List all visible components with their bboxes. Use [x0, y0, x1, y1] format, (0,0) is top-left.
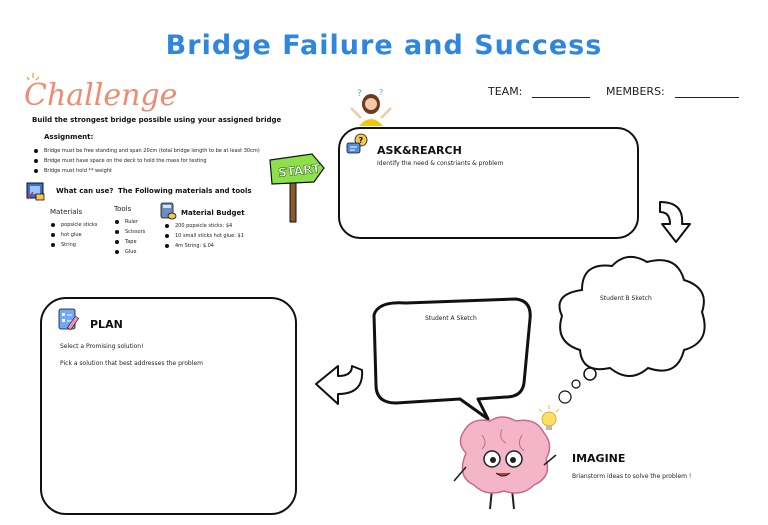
list-item: hot glue [50, 232, 110, 238]
budget-list: 200 popsicle sticks: $4 10 small sticks … [164, 223, 274, 253]
ask-text: Identify the need & constriants & proble… [377, 160, 504, 167]
svg-text:?: ? [379, 88, 383, 97]
materials-list: popsicle sticks hot glue String [50, 222, 110, 252]
list-item: Scissors [114, 229, 164, 235]
thought-bubble-dot [558, 390, 572, 404]
list-item: Tape [114, 239, 164, 245]
plan-box [40, 297, 297, 515]
checklist-pencil-icon [58, 308, 80, 331]
tools-list: Ruler Scissors Tape Glue [114, 219, 164, 259]
team-field: TEAM: [488, 85, 591, 98]
members-blank[interactable] [674, 87, 739, 98]
list-item: popsicle sticks [50, 222, 110, 228]
members-label: MEMBERS: [606, 85, 665, 98]
brain-character-illustration [453, 416, 557, 510]
start-sign-label: START [277, 161, 321, 179]
list-item: 4m String: $.04 [164, 243, 274, 249]
question-chat-icon: ? [346, 133, 368, 154]
list-item: 200 popsicle sticks: $4 [164, 223, 274, 229]
tools-label: Tools [114, 205, 132, 213]
svg-text:?: ? [359, 136, 364, 145]
svg-text:?: ? [357, 89, 362, 99]
imagine-text: Brianstorm ideas to solve the problem ! [572, 473, 692, 480]
toolbox-icon [26, 182, 45, 201]
student-a-speech-bubble [372, 297, 532, 421]
materials-label: Materials [50, 208, 83, 216]
challenge-goal: Build the strongest bridge possible usin… [32, 116, 282, 124]
assignment-label: Assignment: [44, 133, 94, 141]
student-b-thought-cloud [558, 255, 706, 389]
challenge-heading: Challenge [24, 78, 178, 113]
sparkle-icon [26, 73, 40, 81]
plan-line-2: Pick a solution that best addresses the … [60, 360, 203, 367]
student-a-label: Student A Sketch [425, 315, 477, 322]
curved-arrow-left-icon [315, 365, 364, 405]
student-b-label: Student B Sketch [600, 295, 652, 302]
list-item: Bridge must have space on the deck to ho… [33, 158, 293, 164]
list-item: Bridge must hold ** weight [33, 168, 293, 174]
imagine-title: IMAGINE [572, 452, 626, 465]
list-item: 10 small sticks hot glue: $1 [164, 233, 274, 239]
team-blank[interactable] [532, 87, 591, 98]
ask-research-box [338, 127, 639, 239]
curved-arrow-down-icon [659, 201, 691, 243]
thinking-girl-illustration: ? ? [350, 88, 392, 126]
page-title: Bridge Failure and Success [165, 30, 603, 61]
team-label: TEAM: [488, 85, 523, 98]
plan-line-1: Select a Promising solution! [60, 343, 144, 350]
requirements-list: Bridge must be free standing and span 20… [33, 148, 293, 178]
list-item: Glue [114, 249, 164, 255]
budget-label: Material Budget [181, 209, 245, 217]
ask-title: ASK&REARCH [377, 144, 462, 157]
start-signpost: START [269, 153, 325, 223]
what-can-use-label: What can use? [56, 187, 114, 195]
list-item: String [50, 242, 110, 248]
money-icon [160, 202, 177, 220]
list-item: Bridge must be free standing and span 20… [33, 148, 293, 154]
following-label: The Following materials and tools [118, 187, 252, 195]
plan-title: PLAN [90, 318, 123, 331]
members-field: MEMBERS: [606, 85, 739, 98]
list-item: Ruler [114, 219, 164, 225]
lightbulb-icon [538, 405, 560, 430]
